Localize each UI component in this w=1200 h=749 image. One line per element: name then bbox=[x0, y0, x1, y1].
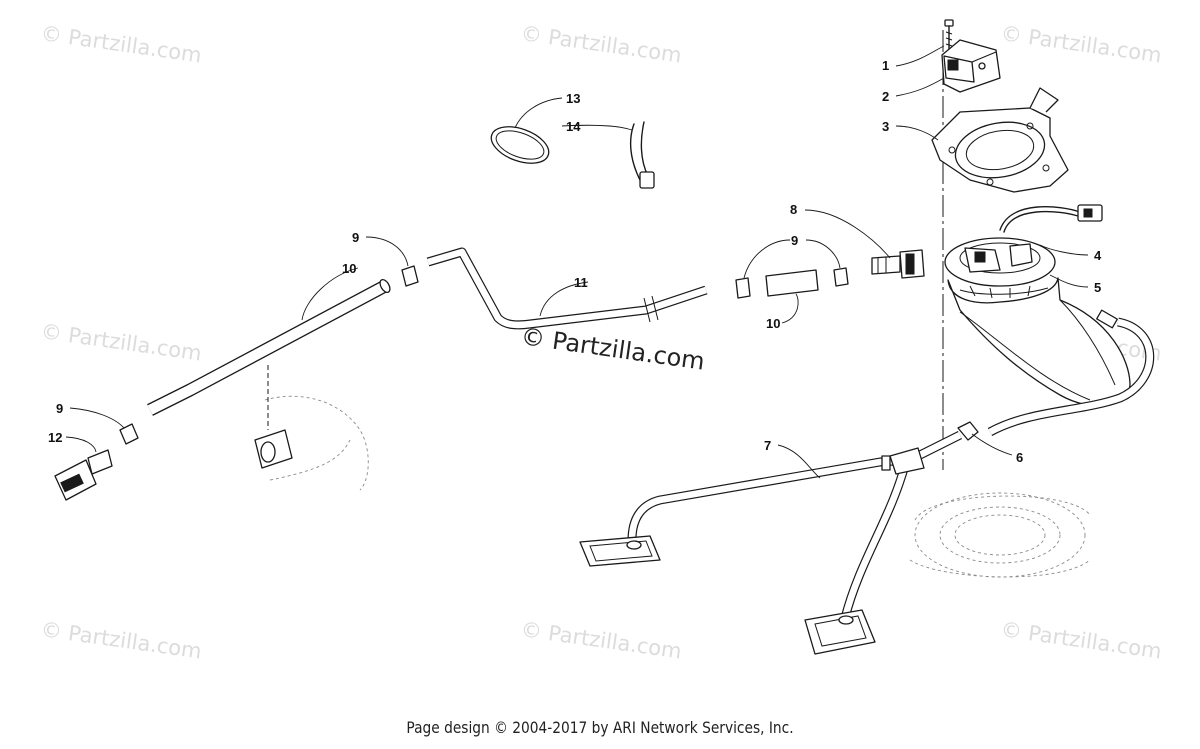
part-7-pickup-lines bbox=[579, 430, 963, 655]
fuel-tank-opening bbox=[909, 492, 1091, 578]
callout-1: 1 bbox=[882, 58, 889, 73]
callout-14: 14 bbox=[566, 119, 581, 134]
hose-group-right bbox=[735, 267, 849, 299]
watermark: © Partzilla.com bbox=[999, 21, 1163, 67]
callout-labels: 1 2 3 4 5 6 7 8 9 9 9 10 10 11 12 13 14 bbox=[48, 58, 1102, 465]
part-13-hose-clamp bbox=[490, 126, 550, 164]
part-14-cable-tie bbox=[629, 121, 655, 189]
callout-7: 7 bbox=[764, 438, 771, 453]
watermark: © Partzilla.com bbox=[39, 21, 203, 67]
footer-credit: Page design © 2004-2017 by ARI Network S… bbox=[406, 718, 794, 737]
watermark: © Partzilla.com bbox=[39, 319, 203, 365]
callout-10-right: 10 bbox=[766, 316, 780, 331]
part-5-pump-body bbox=[947, 277, 1131, 407]
callout-2: 2 bbox=[882, 89, 889, 104]
part-3-mounting-plate bbox=[931, 87, 1069, 193]
callout-5: 5 bbox=[1094, 280, 1101, 295]
part-10-hose-left bbox=[147, 278, 391, 416]
callout-9-left: 9 bbox=[56, 401, 63, 416]
watermark: © Partzilla.com bbox=[519, 617, 683, 663]
callout-9-right: 9 bbox=[791, 233, 798, 248]
engine-area-sketch bbox=[254, 365, 369, 491]
part-6-fitting bbox=[957, 421, 979, 441]
callout-9-top: 9 bbox=[352, 230, 359, 245]
part-9-clamp-upper bbox=[401, 265, 419, 287]
part-12-quick-connector bbox=[54, 449, 113, 501]
watermark: © Partzilla.com bbox=[999, 617, 1163, 663]
callout-10-left: 10 bbox=[342, 261, 356, 276]
callout-3: 3 bbox=[882, 119, 889, 134]
center-watermark: © Partzilla.com bbox=[519, 322, 706, 376]
part-1-screw bbox=[944, 19, 954, 53]
watermark: © Partzilla.com bbox=[519, 21, 683, 67]
part-8-quick-connector bbox=[871, 249, 925, 279]
watermark: © Partzilla.com bbox=[39, 617, 203, 663]
callout-6: 6 bbox=[1016, 450, 1023, 465]
leader-lines bbox=[65, 45, 1089, 479]
callout-13: 13 bbox=[566, 91, 580, 106]
part-11-rigid-line bbox=[426, 247, 708, 330]
part-4-fuel-pump-head bbox=[944, 204, 1103, 287]
callout-4: 4 bbox=[1094, 248, 1102, 263]
part-9-clamp-lower bbox=[119, 423, 139, 445]
callout-8: 8 bbox=[790, 202, 797, 217]
callout-11: 11 bbox=[574, 275, 588, 290]
part-2-bracket bbox=[941, 39, 1001, 93]
callout-12: 12 bbox=[48, 430, 62, 445]
